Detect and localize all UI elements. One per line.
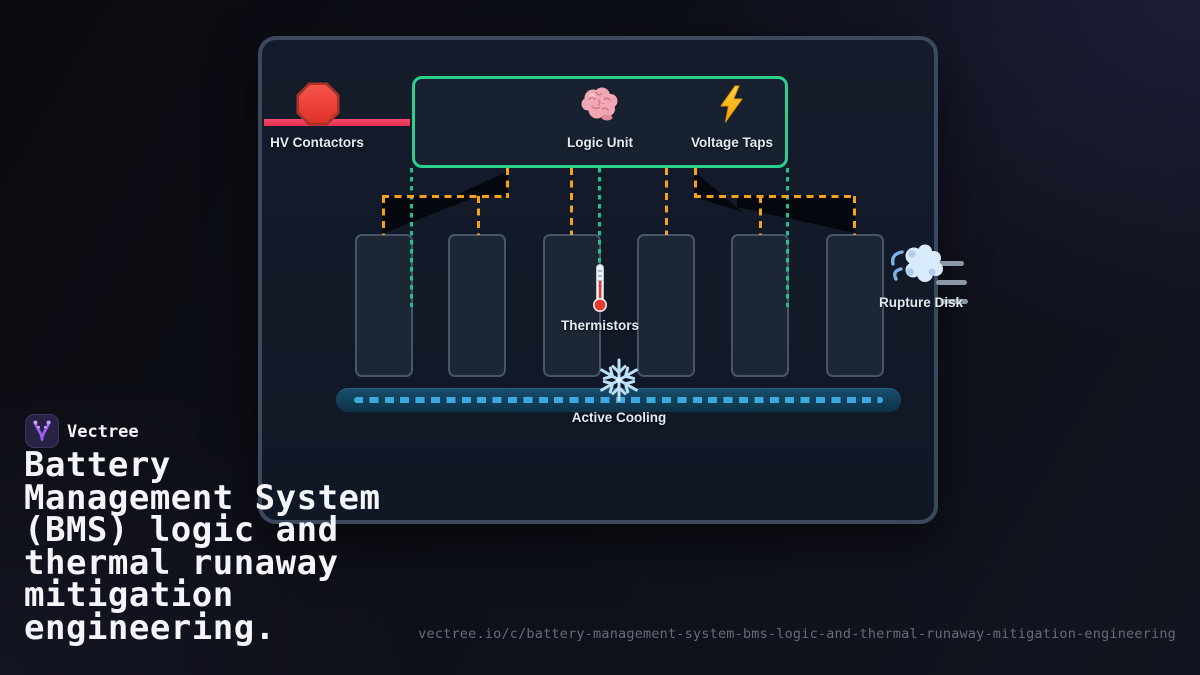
vent-line [936, 280, 967, 285]
snowflake-icon [600, 358, 638, 402]
wind-puff-icon [891, 244, 943, 282]
battery-cell [826, 234, 884, 377]
battery-cell [731, 234, 789, 377]
battery-cell [448, 234, 506, 377]
sense-line [786, 168, 789, 307]
battery-cell [355, 234, 413, 377]
hv-contactors-label: HV Contactors [270, 135, 364, 150]
hv-bus-line [264, 119, 410, 126]
lightning-icon [720, 85, 743, 123]
tap-line [853, 196, 856, 235]
active-cooling-label: Active Cooling [571, 410, 667, 425]
rupture-disk-label: Rupture Disk [878, 295, 964, 310]
tap-rail [382, 195, 508, 198]
sense-line [410, 168, 413, 307]
brain-icon [581, 87, 618, 121]
sense-line [598, 168, 601, 263]
tap-line [759, 196, 762, 235]
vectree-branch-icon [33, 420, 51, 441]
voltage-taps-label: Voltage Taps [690, 135, 774, 150]
tap-line [665, 168, 668, 235]
brand-name: Vectree [67, 422, 139, 442]
vent-line [939, 261, 964, 266]
tap-line [506, 168, 509, 198]
tap-line [694, 168, 697, 198]
vent-line [940, 299, 968, 304]
tap-line [570, 168, 573, 235]
tap-rail [694, 195, 855, 198]
battery-cell [637, 234, 695, 377]
thermometer-icon [593, 264, 607, 312]
battery-cell [543, 234, 601, 377]
logic-unit-label: Logic Unit [567, 135, 633, 150]
stop-sign-icon [296, 82, 340, 126]
tap-line [477, 196, 480, 235]
page-title: Battery Management System (BMS) logic an… [24, 445, 381, 648]
vectree-logo [25, 414, 59, 448]
thermistors-label: Thermistors [560, 318, 640, 333]
tap-line [382, 196, 385, 235]
footer-url: vectree.io/c/battery-management-system-b… [418, 626, 1176, 642]
